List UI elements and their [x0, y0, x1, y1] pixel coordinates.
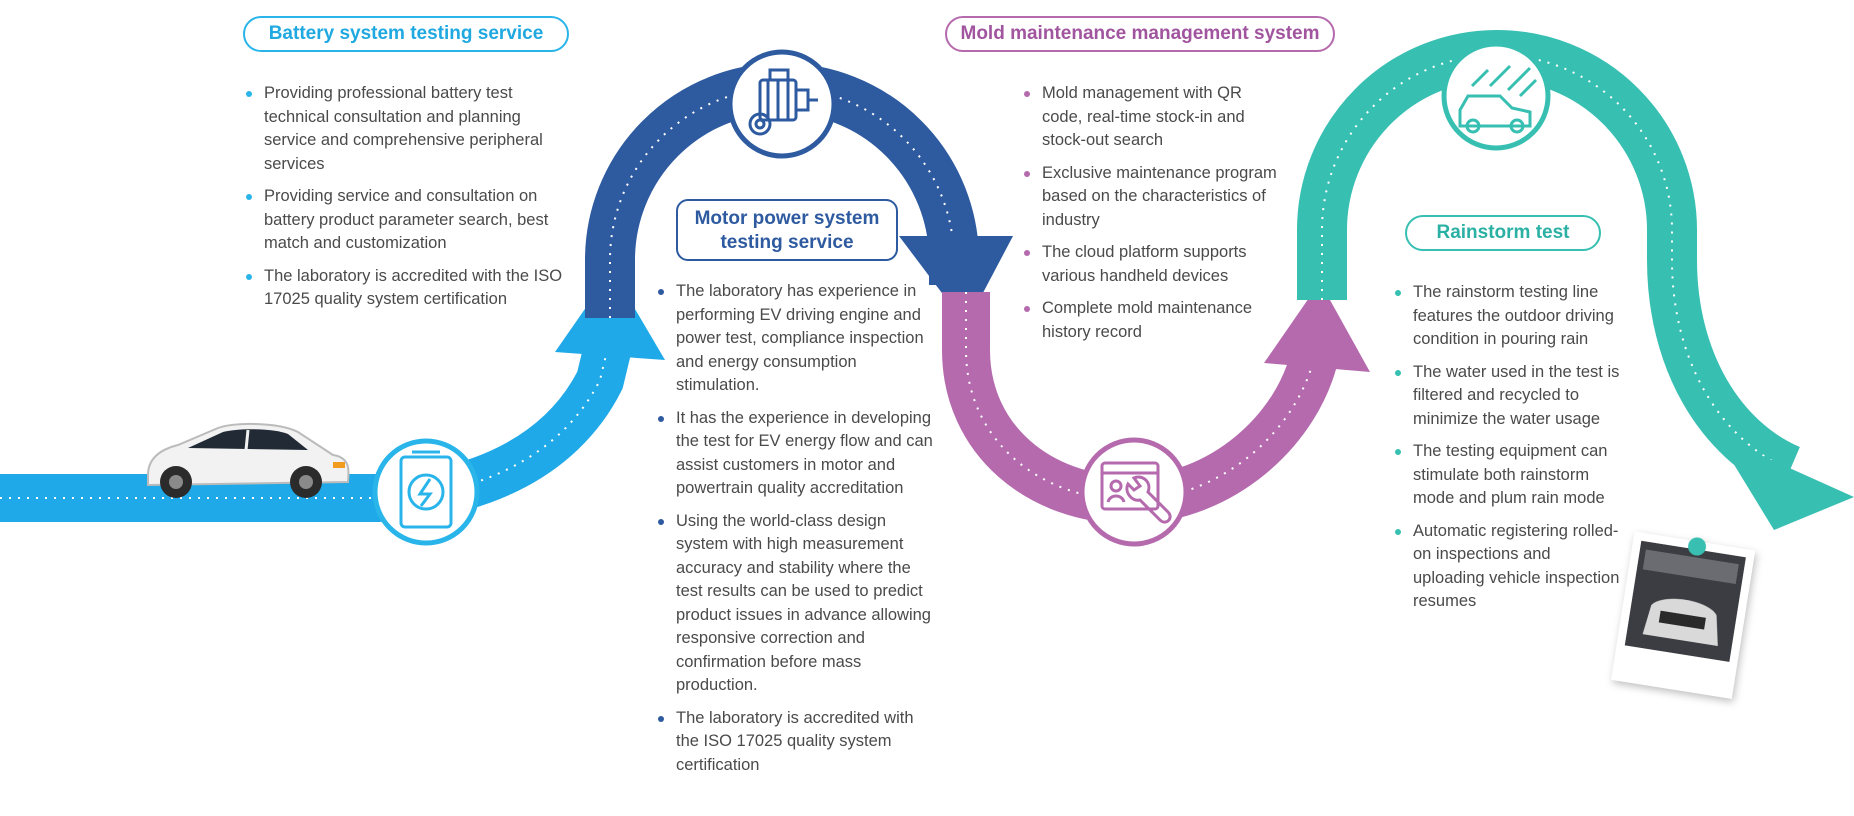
list-item: Exclusive maintenance program based on t… [1022, 162, 1282, 233]
arrow-up-mold [1264, 282, 1370, 372]
motor-service-title: Motor power system testing service [676, 199, 898, 261]
list-item: It has the experience in developing the … [656, 407, 936, 501]
window-wrench-icon [1100, 461, 1172, 524]
list-item: The laboratory has experience in perform… [656, 280, 936, 398]
battery-service-title: Battery system testing service [243, 16, 569, 52]
list-item: Automatic registering rolled-on inspecti… [1393, 520, 1623, 614]
arrow-down-motor [899, 236, 1013, 325]
list-item: Providing service and consultation on ba… [244, 185, 574, 256]
motor-title-line1: Motor power system [694, 208, 880, 229]
battery-icon-circle [372, 438, 480, 546]
rain-icon-circle [1441, 41, 1551, 151]
rainstorm-test-title: Rainstorm test [1405, 215, 1601, 251]
list-item: Mold management with QR code, real-time … [1022, 82, 1282, 153]
motor-title-line2: testing service [720, 232, 854, 253]
list-item: Using the world-class design system with… [656, 510, 936, 698]
motor-service-list: The laboratory has experience in perform… [656, 280, 936, 786]
battery-service-list: Providing professional battery test tech… [244, 82, 574, 321]
electric-car-image [147, 422, 350, 498]
flow-segment-rain [1297, 30, 1854, 530]
list-item: Providing professional battery test tech… [244, 82, 574, 176]
mold-icon-circle [1079, 437, 1189, 547]
motor-icon-circle [727, 49, 837, 159]
arrow-right-rain [1716, 435, 1854, 530]
car-rain-icon [1458, 64, 1538, 134]
list-item: The testing equipment can stimulate both… [1393, 440, 1623, 511]
list-item: Complete mold maintenance history record [1022, 297, 1282, 344]
list-item: The rainstorm testing line features the … [1393, 281, 1623, 352]
rainstorm-photo [1611, 531, 1756, 699]
list-item: The laboratory is accredited with the IS… [656, 707, 936, 778]
battery-bolt-icon [399, 450, 453, 529]
list-item: The cloud platform supports various hand… [1022, 241, 1282, 288]
motor-gear-icon [748, 68, 818, 136]
list-item: The laboratory is accredited with the IS… [244, 265, 574, 312]
mold-system-title: Mold maintenance management system [945, 16, 1335, 52]
rainstorm-test-list: The rainstorm testing line features the … [1393, 281, 1623, 623]
list-item: The water used in the test is filtered a… [1393, 361, 1623, 432]
mold-system-list: Mold management with QR code, real-time … [1022, 82, 1282, 353]
